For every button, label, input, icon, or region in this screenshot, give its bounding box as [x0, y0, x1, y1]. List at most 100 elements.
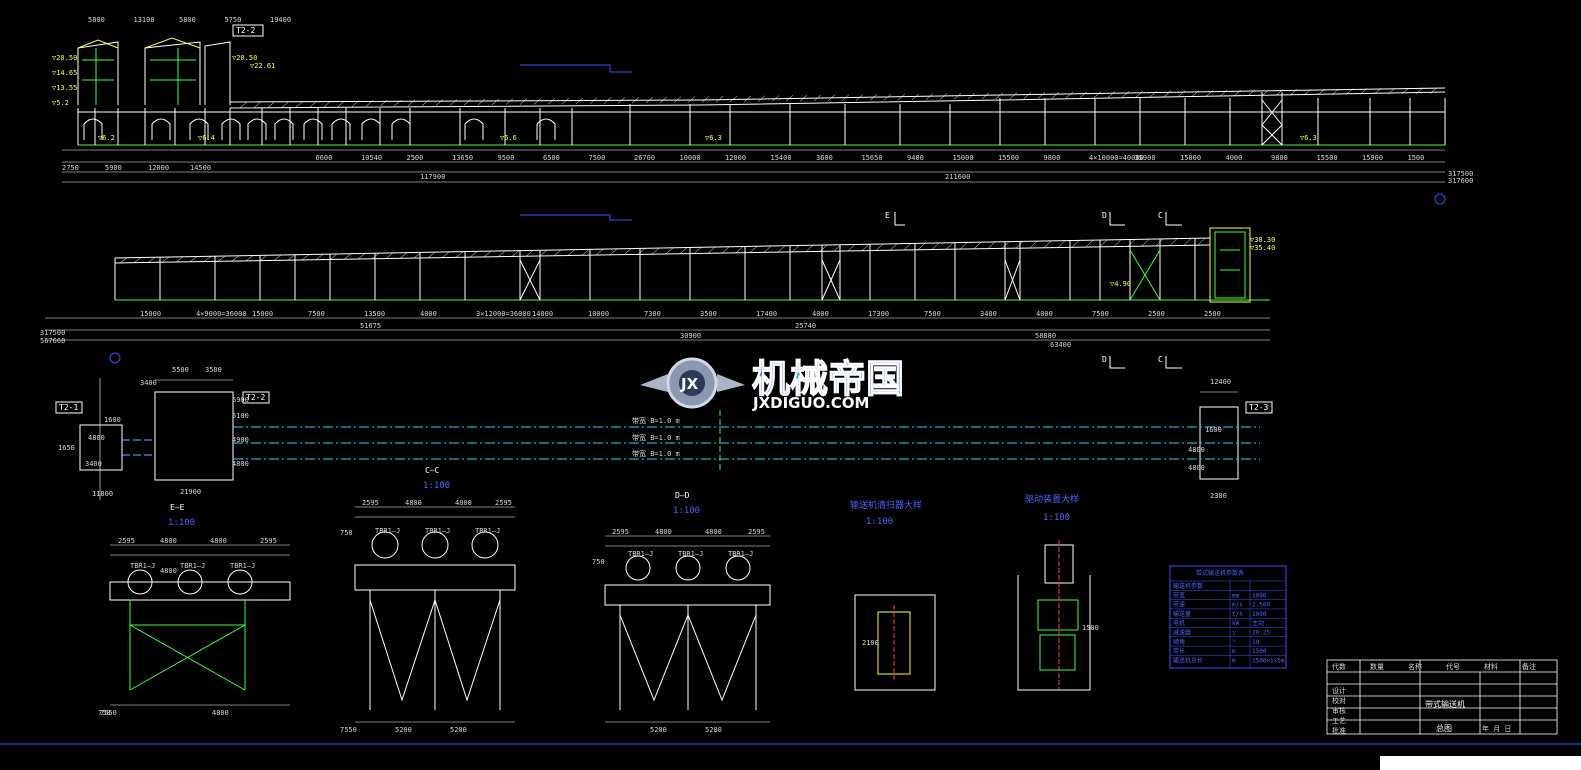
status-strip [1380, 756, 1581, 770]
section_dd-dim: 4800 [655, 528, 672, 536]
upper-truss-diagonal [365, 100, 374, 107]
ee-trestle [129, 600, 246, 691]
lower-span-dim: 4000 [812, 310, 829, 318]
upper-span-dim: 13650 [452, 154, 473, 162]
section_cc-dim: 750 [340, 529, 353, 537]
upper-arch [274, 118, 294, 140]
title-row-label: 校对 [1332, 696, 1346, 705]
cc-deck [354, 564, 516, 591]
spec-value: 1500 [1252, 648, 1267, 655]
lower-truss-diagonal [231, 255, 240, 262]
lower-truss-diagonal [805, 245, 814, 252]
lower-span-dim: 7300 [644, 310, 661, 318]
section-marker-a [520, 64, 632, 73]
plan-dim: 12400 [1210, 378, 1231, 386]
lower-truss-diagonal [1029, 241, 1038, 249]
cut-arrows [894, 212, 1182, 369]
upper-xframe [1261, 92, 1283, 146]
title-row-label: 工艺 [1332, 717, 1346, 725]
plan-transfer-tower [154, 391, 234, 481]
lower-elevation-mark: ▽4.90 [1110, 280, 1131, 288]
upper-span-dim: 35900 [1135, 154, 1156, 162]
upper-elevation-left: ▽14.65 [52, 69, 77, 77]
lower-truss-diagonal [315, 254, 324, 260]
upper-span-dim: 5750 [225, 16, 242, 24]
spec-value: 1000 [1252, 611, 1267, 618]
lower-truss-diagonal [497, 250, 506, 257]
tail-elev-1: ▽38.30 [1250, 236, 1275, 244]
lower-truss-diagonal [259, 255, 268, 261]
plan-dim: 21900 [180, 488, 201, 496]
section-cc [354, 506, 516, 723]
section_ee-dim: 750 [98, 709, 111, 717]
belt-label: TBR1—J [678, 550, 703, 558]
plan-dim: 1600 [1205, 426, 1222, 434]
section_dd-dim: 2595 [612, 528, 629, 536]
lower-truss-diagonal [1127, 239, 1136, 247]
upper-span-dim: 6600 [316, 154, 333, 162]
section-marker-b [520, 214, 632, 221]
title-block-header: 代数数量名称代号材料备注 [1332, 662, 1536, 671]
plan-line-label-2: 带宽 B=1.0 m [632, 433, 680, 442]
lower-span-dim: 14000 [532, 310, 553, 318]
upper-span-dim: 15900 [1362, 154, 1383, 162]
plan-dim: 3400 [85, 460, 102, 468]
tag-t2-3-box [1245, 401, 1273, 414]
upper-truss-diagonal [631, 96, 640, 104]
upper-truss-diagonal [687, 96, 696, 103]
lower-truss-diagonal [623, 248, 632, 255]
logo-english: JXDIGUO.COM [752, 394, 869, 412]
ee-belt-1 [127, 569, 153, 595]
upper-truss-diagonal [337, 100, 346, 107]
tail-tower-outline [1209, 227, 1251, 303]
tag-t2-1: T2-1 [59, 403, 78, 412]
logo-badge: JX [680, 375, 699, 393]
tag-t2-3: T2-3 [1249, 403, 1268, 412]
plan-dim: 4900 [232, 436, 249, 444]
section_cc-dim: 2595 [495, 499, 512, 507]
lower-truss-diagonal [819, 244, 828, 252]
upper-span-dim: 10000 [680, 154, 701, 162]
upper-truss-diagonal [1261, 89, 1270, 96]
cut-d-label-bottom: D [1102, 355, 1107, 364]
lower-truss-diagonal [357, 253, 366, 260]
title-row-label: 设计 [1332, 686, 1346, 695]
lower-truss-diagonal [175, 256, 184, 263]
spec-unit: m/s [1232, 602, 1243, 609]
lower-total-dim: 567660 [40, 337, 65, 345]
section_dd-dim: 4800 [705, 528, 722, 536]
upper-truss-diagonal [351, 100, 360, 107]
cc-title: C—C [425, 466, 440, 475]
upper-truss-diagonal [505, 98, 514, 105]
upper-elevation-left: ▽13.55 [52, 84, 77, 92]
upper-truss-diagonal [1107, 91, 1116, 98]
upper-truss-diagonal [449, 99, 458, 106]
lower-truss-diagonal [749, 246, 758, 253]
lower-truss-diagonal [707, 246, 716, 254]
lower-truss-diagonal [847, 244, 856, 252]
upper-truss-diagonal [1275, 89, 1284, 96]
tag-t2-2-top-box [232, 24, 264, 37]
cut-c-label-bottom: C [1158, 355, 1163, 364]
lower-span-dim: 17300 [868, 310, 889, 318]
upper-arch [536, 118, 556, 140]
spec-param: 输送机参数 [1173, 582, 1203, 590]
belt-label: TBR1—J [180, 562, 205, 570]
tower-1-outline [77, 41, 119, 105]
plan-link-lines [122, 439, 155, 456]
title-block-frame [1326, 659, 1558, 735]
lower-span-dim: 10000 [588, 310, 609, 318]
tag-t2-2-box [242, 391, 270, 404]
spec-unit: mm [1232, 592, 1240, 599]
upper-span-dim: 13100 [134, 16, 155, 24]
spec-value: 1000 [1252, 592, 1267, 599]
lower-truss-diagonal [1183, 238, 1192, 246]
lower-span-dim: 2500 [1148, 310, 1165, 318]
lower-xbrace [1004, 259, 1021, 301]
upper-truss-diagonal [1191, 90, 1200, 97]
upper-elevation-mark: ▽6.6 [500, 134, 517, 142]
lower-truss-diagonal [511, 250, 520, 257]
upper-total-dim: 317500 [1448, 170, 1473, 178]
spec-unit: ° [1232, 639, 1236, 646]
upper-span-dim: 15500 [1317, 154, 1338, 162]
